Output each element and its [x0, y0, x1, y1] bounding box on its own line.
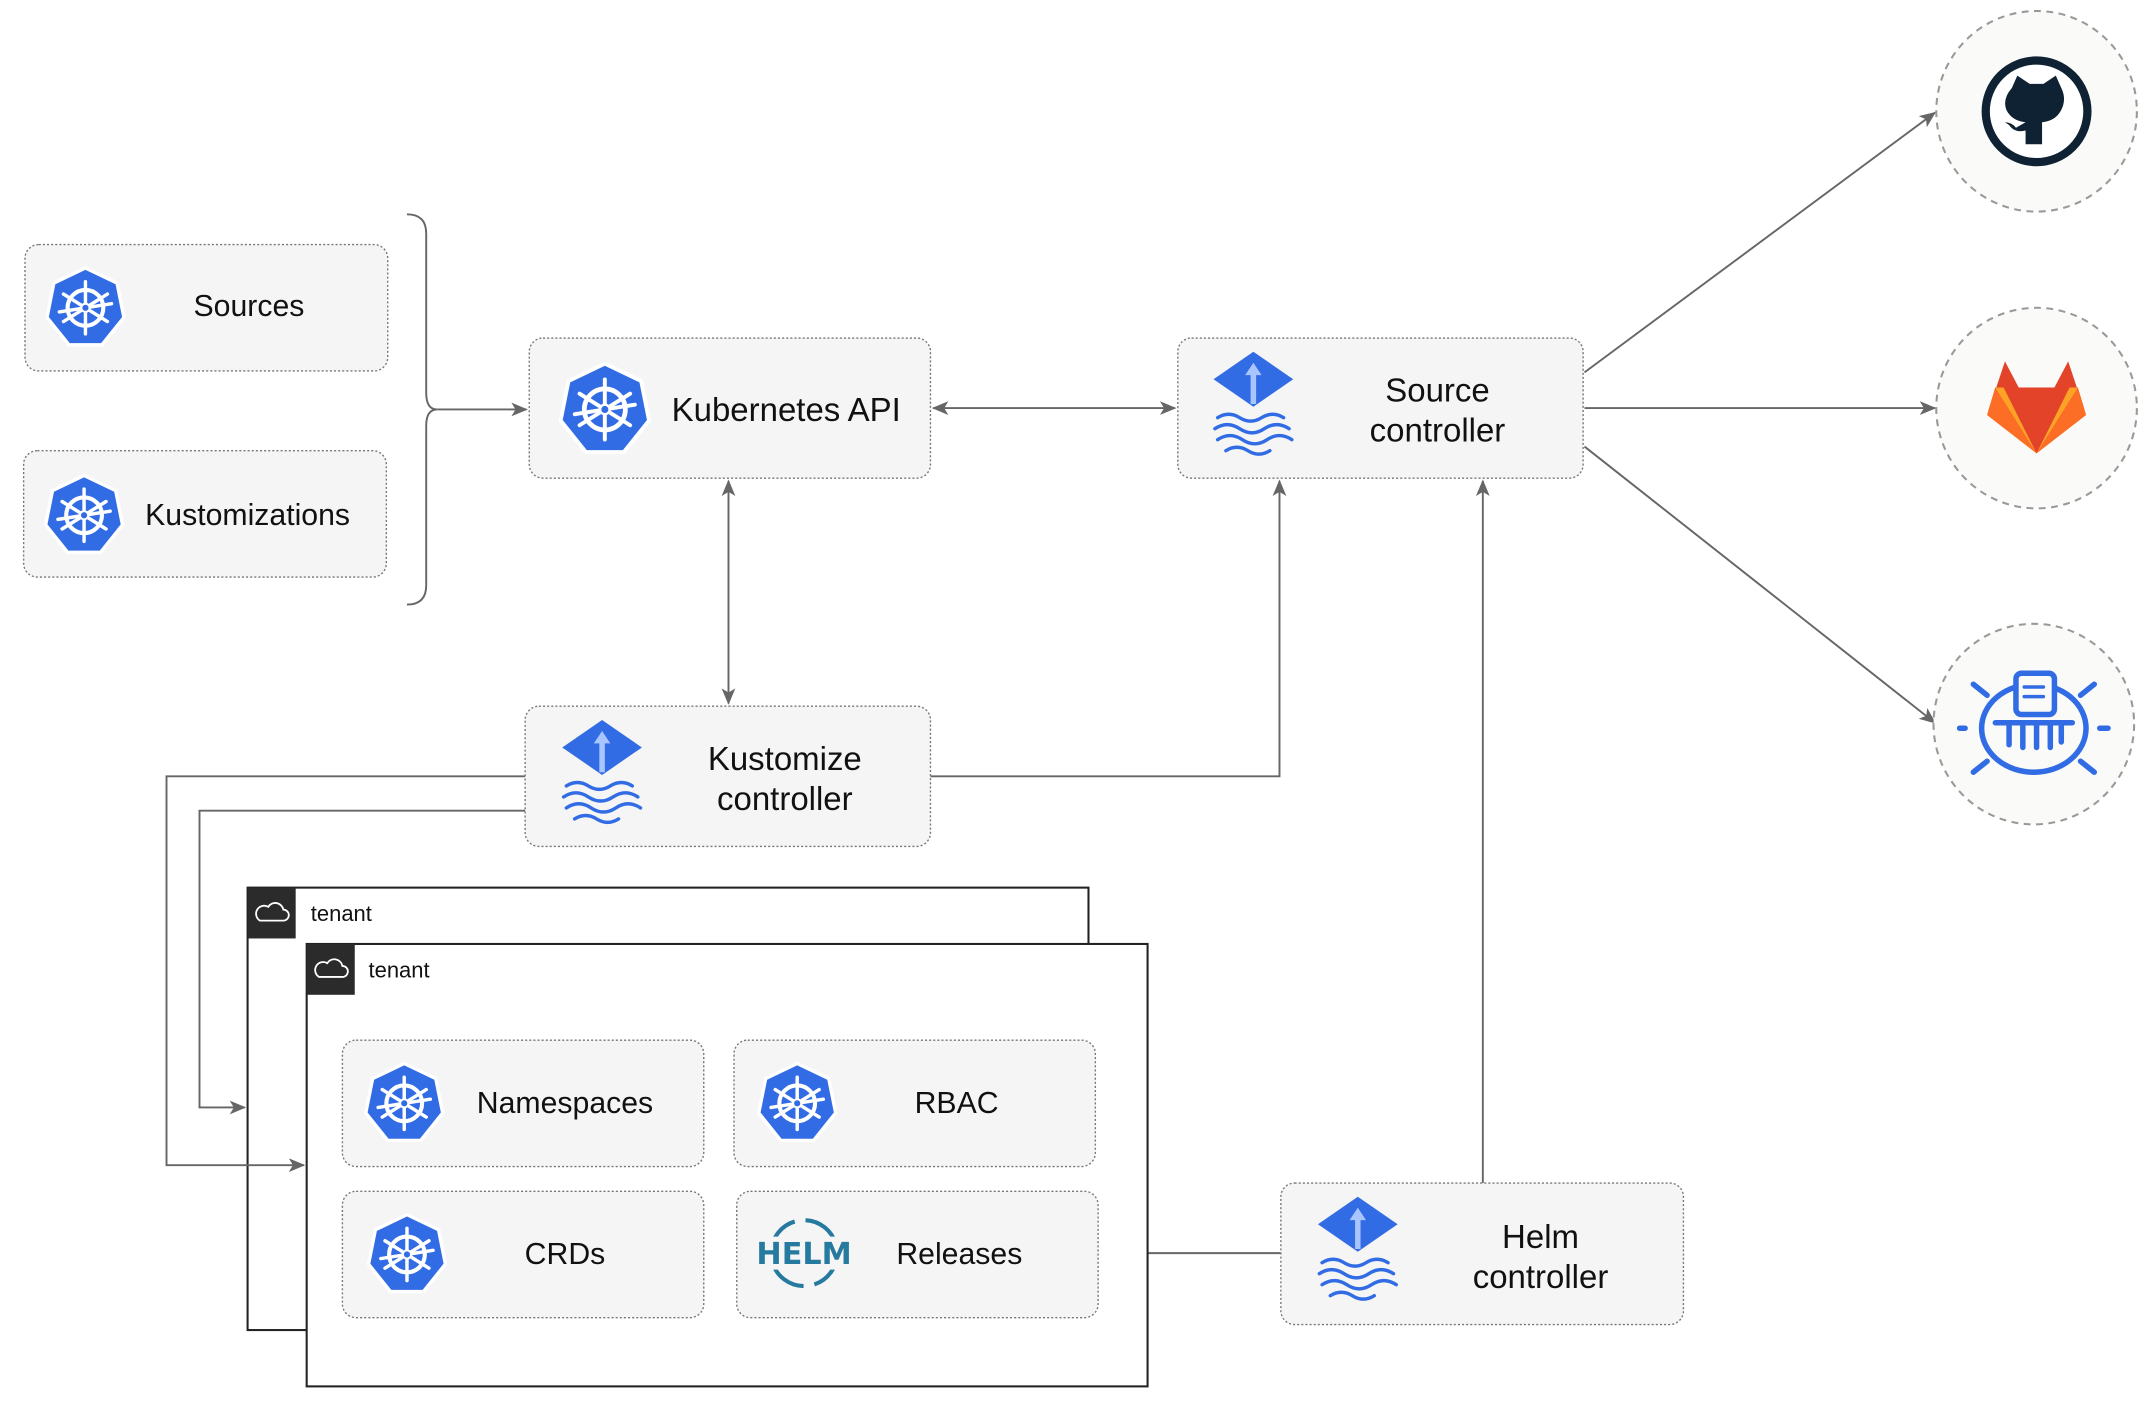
node-kustomize-controller[interactable]: Kustomize controller — [524, 705, 932, 848]
node-source-controller[interactable]: Source controller — [1177, 337, 1584, 479]
gitlab-icon — [1987, 361, 2087, 454]
edge-source-to-bucket — [1583, 445, 1936, 724]
helm-icon: HELM — [754, 1218, 854, 1289]
node-kustomizations[interactable]: Kustomizations — [22, 449, 388, 578]
edge-kustomize-to-tenant-front — [165, 775, 526, 1173]
bucket-icon — [1956, 670, 2111, 775]
node-rbac[interactable]: RBAC — [733, 1039, 1097, 1168]
node-kubernetes-api[interactable]: Kubernetes API — [528, 337, 932, 479]
kubernetes-icon — [561, 364, 649, 452]
node-label: controller — [1370, 412, 1506, 449]
cloud-icon — [255, 902, 290, 922]
tenant-label: tenant — [369, 958, 430, 983]
kubernetes-icon — [46, 475, 123, 552]
node-label: controller — [1473, 1258, 1609, 1295]
kubernetes-icon — [47, 268, 124, 345]
node-label: Releases — [896, 1238, 1022, 1271]
bucket-source[interactable] — [1932, 622, 2136, 826]
node-releases[interactable]: HELM Releases — [736, 1190, 1099, 1319]
cloud-icon — [314, 958, 349, 978]
node-namespaces[interactable]: Namespaces — [341, 1039, 705, 1168]
node-label: Kustomizations — [145, 499, 350, 532]
tenant-label: tenant — [311, 901, 372, 926]
gitlab-source[interactable] — [1935, 306, 2138, 510]
github-icon — [1981, 56, 2092, 167]
brace — [406, 213, 438, 606]
node-label: Sources — [194, 290, 305, 323]
node-label: Source — [1385, 372, 1489, 409]
node-label: controller — [717, 780, 853, 817]
node-label: RBAC — [915, 1087, 999, 1120]
node-label: Namespaces — [477, 1087, 653, 1120]
edge-kustomize-to-tenant-back — [198, 809, 526, 1115]
node-sources[interactable]: Sources — [24, 243, 389, 372]
svg-text:HELM: HELM — [756, 1237, 851, 1272]
node-crds[interactable]: CRDs — [341, 1190, 705, 1319]
node-label: Helm — [1502, 1218, 1579, 1255]
kubernetes-icon — [366, 1063, 443, 1140]
node-helm-controller[interactable]: Helm controller — [1280, 1182, 1685, 1326]
kubernetes-icon — [759, 1063, 836, 1140]
github-source[interactable] — [1935, 9, 2138, 213]
node-label: Kustomize — [708, 740, 862, 777]
kubernetes-icon — [369, 1215, 446, 1292]
node-label: CRDs — [525, 1238, 606, 1271]
edge-kustomize-to-source — [930, 479, 1287, 778]
node-label: Kubernetes API — [672, 391, 901, 428]
edge-source-to-github — [1583, 111, 1936, 374]
